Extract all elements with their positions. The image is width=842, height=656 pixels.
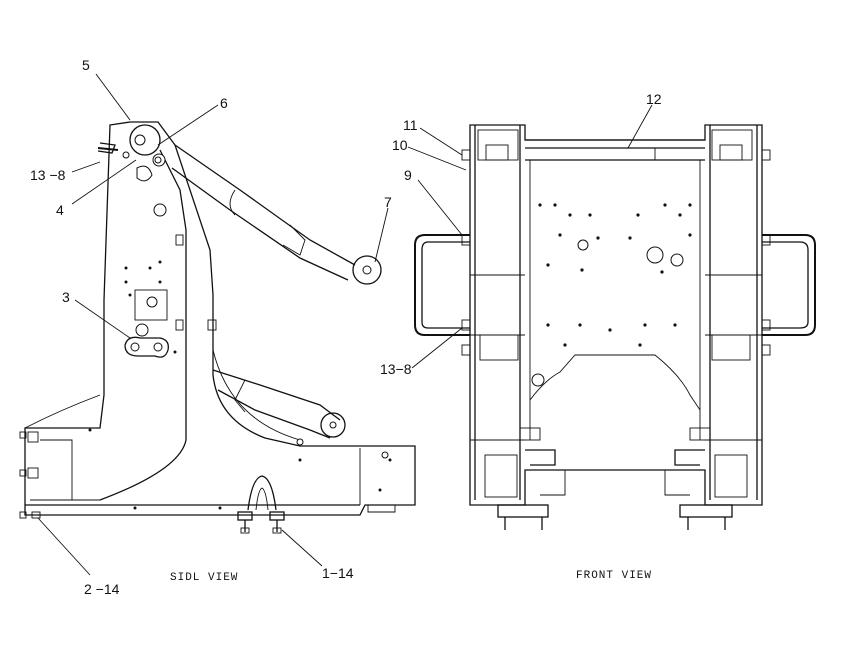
callout-7: 7 xyxy=(384,194,392,210)
side-leaders xyxy=(37,73,389,576)
side-view xyxy=(19,121,416,534)
callout-13-8-side: 13 −8 xyxy=(30,167,66,183)
front-leaders xyxy=(407,104,653,369)
callout-13-8-front: 13−8 xyxy=(380,361,412,377)
callout-3: 3 xyxy=(62,289,70,305)
callout-9: 9 xyxy=(404,167,412,183)
callout-11: 11 xyxy=(403,117,418,133)
front-view-label: FRONT VIEW xyxy=(576,570,652,582)
callout-6: 6 xyxy=(220,95,228,111)
callout-5: 5 xyxy=(82,57,90,73)
callout-2-14: 2 −14 xyxy=(84,581,120,597)
callout-4: 4 xyxy=(56,202,64,218)
callout-10: 10 xyxy=(392,137,408,153)
callout-12: 12 xyxy=(646,91,662,107)
front-view xyxy=(414,124,816,530)
side-view-label: SIDL VIEW xyxy=(170,572,238,584)
callout-1-14: 1−14 xyxy=(322,565,354,581)
